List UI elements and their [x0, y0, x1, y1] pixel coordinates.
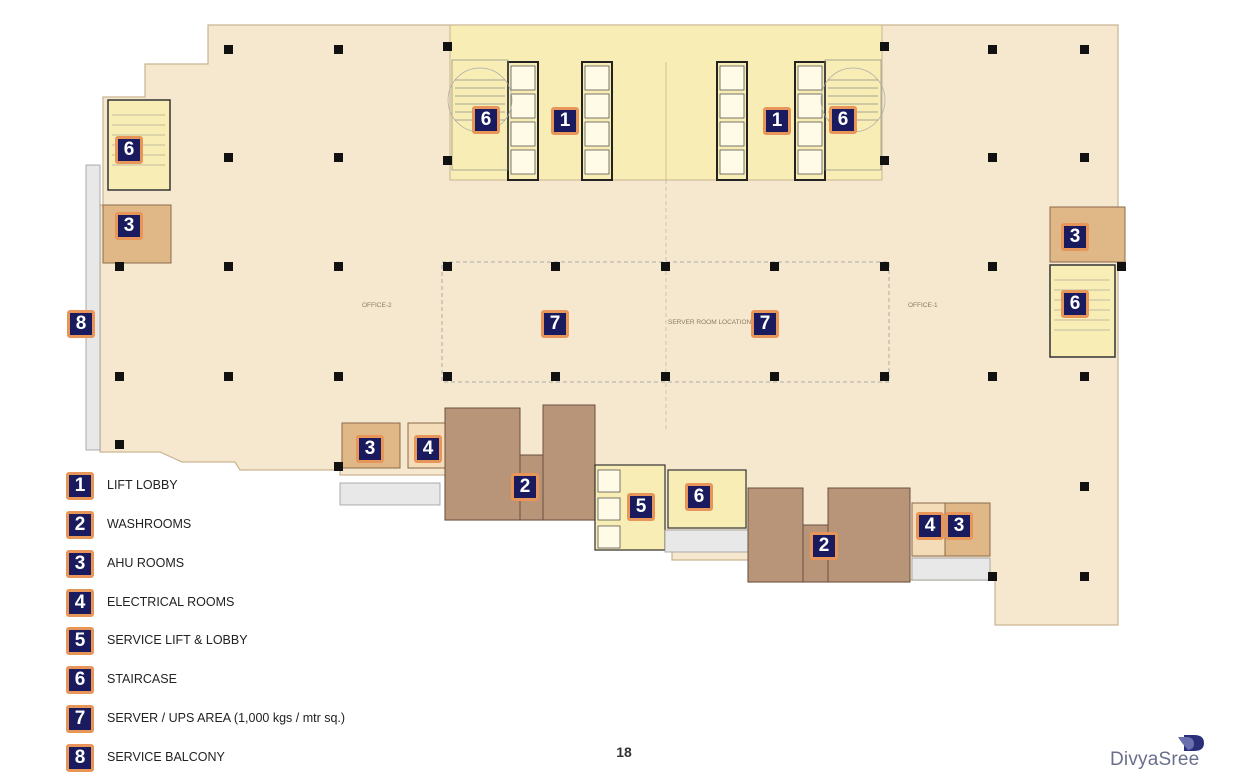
legend-label: AHU ROOMS — [107, 556, 185, 570]
legend-badge: 6 — [66, 666, 94, 694]
badge-server-area-east: 7 — [751, 310, 779, 338]
legend-badge: 8 — [66, 744, 94, 772]
badge-staircase-far-east: 6 — [1061, 290, 1089, 318]
legend-label: STAIRCASE — [107, 672, 177, 686]
office-1-label: OFFICE-1 — [908, 302, 938, 309]
legend-badge: 2 — [66, 511, 94, 539]
legend-label: ELECTRICAL ROOMS — [107, 595, 235, 609]
badge-server-area-west: 7 — [541, 310, 569, 338]
badge-staircase-south: 6 — [685, 483, 713, 511]
brand-name: DivyaSree — [1110, 749, 1200, 770]
drain-strip-center — [664, 529, 749, 553]
drain-strip-east — [911, 557, 991, 581]
washroom-block-west-a — [444, 407, 521, 521]
south-stair-core — [667, 469, 747, 529]
badge-staircase-far-west: 6 — [115, 136, 143, 164]
legend-label: WASHROOMS — [107, 517, 192, 531]
legend-label: SERVER / UPS AREA (1,000 kgs / mtr sq.) — [107, 711, 346, 725]
badge-lift-lobby-west: 1 — [551, 107, 579, 135]
badge-washroom-east: 2 — [810, 532, 838, 560]
structural-columns — [115, 42, 1126, 581]
legend-badge: 3 — [66, 550, 94, 578]
badge-electrical-south-east: 4 — [916, 512, 944, 540]
office-2-label: OFFICE-2 — [362, 302, 392, 309]
balcony-strip-west — [85, 164, 101, 451]
badge-electrical-south-west: 4 — [414, 435, 442, 463]
east-stair-core — [1049, 264, 1116, 358]
legend-label: SERVICE LIFT & LOBBY — [107, 633, 248, 647]
drain-strip-west — [339, 482, 441, 506]
badge-ahu-south-east: 3 — [945, 512, 973, 540]
washroom-block-east-c — [827, 487, 911, 583]
washroom-block-west-c — [542, 404, 596, 521]
legend-badge: 4 — [66, 589, 94, 617]
server-room-label: SERVER ROOM LOCATION — [668, 319, 752, 326]
service-lift-cabins — [597, 469, 621, 549]
badge-ahu-west: 3 — [115, 212, 143, 240]
core-west-lifts — [581, 61, 613, 181]
badge-staircase-core-east: 6 — [829, 106, 857, 134]
badge-washroom-west: 2 — [511, 473, 539, 501]
legend-badge: 1 — [66, 472, 94, 500]
washroom-block-east-a — [747, 487, 804, 583]
badge-ahu-south-west: 3 — [356, 435, 384, 463]
badge-ahu-east: 3 — [1061, 223, 1089, 251]
legend-label: SERVICE BALCONY — [107, 750, 225, 764]
legend-label: LIFT LOBBY — [107, 478, 178, 492]
server-zone — [441, 261, 890, 383]
badge-lift-lobby-east: 1 — [763, 107, 791, 135]
badge-service-balcony: 8 — [67, 310, 95, 338]
lift-cabins — [510, 65, 823, 175]
badge-staircase-core-west: 6 — [472, 106, 500, 134]
divyasree-logo-icon — [1178, 735, 1204, 751]
core-east-lifts — [716, 61, 748, 181]
badge-service-lift: 5 — [627, 493, 655, 521]
page-number: 18 — [616, 744, 632, 760]
legend-badge: 5 — [66, 627, 94, 655]
legend-badge: 7 — [66, 705, 94, 733]
